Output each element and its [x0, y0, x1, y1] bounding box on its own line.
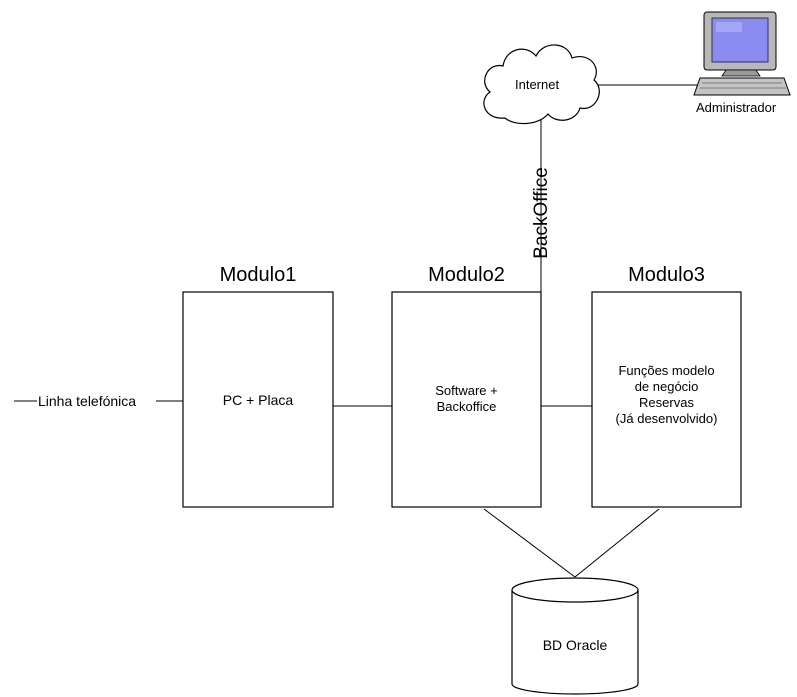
modulo2-content-line2: Backoffice	[436, 399, 497, 414]
modulo3-content-line1: Funções modelo	[618, 363, 715, 378]
computer-icon	[693, 11, 791, 96]
database-cylinder	[511, 577, 639, 695]
modulo1-content: PC + Placa	[222, 392, 294, 408]
internet-label: Internet	[515, 77, 560, 92]
modulo2-box	[391, 291, 542, 508]
modulo3-title: Modulo3	[628, 264, 705, 286]
database-label: BD Oracle	[542, 637, 608, 653]
phone-line-label: Linha telefónica	[38, 393, 137, 409]
backoffice-vertical-label: BackOffice	[531, 167, 552, 259]
modulo2-content-line1: Software +	[435, 383, 498, 398]
internet-cloud	[483, 44, 600, 125]
modulo3-content-line2: de negócio	[634, 379, 699, 394]
db-connector-modulo3	[574, 508, 660, 578]
modulo1-box	[182, 291, 334, 508]
modulo3-box	[591, 291, 742, 508]
modulo1-title: Modulo1	[219, 264, 297, 286]
modulo2-title: Modulo2	[428, 264, 505, 286]
modulo3-content-line3: Reservas	[639, 395, 694, 410]
db-connector-modulo2	[483, 508, 576, 578]
administrador-label: Administrador	[696, 100, 777, 115]
modulo3-content-line4: (Já desenvolvido)	[615, 411, 718, 426]
